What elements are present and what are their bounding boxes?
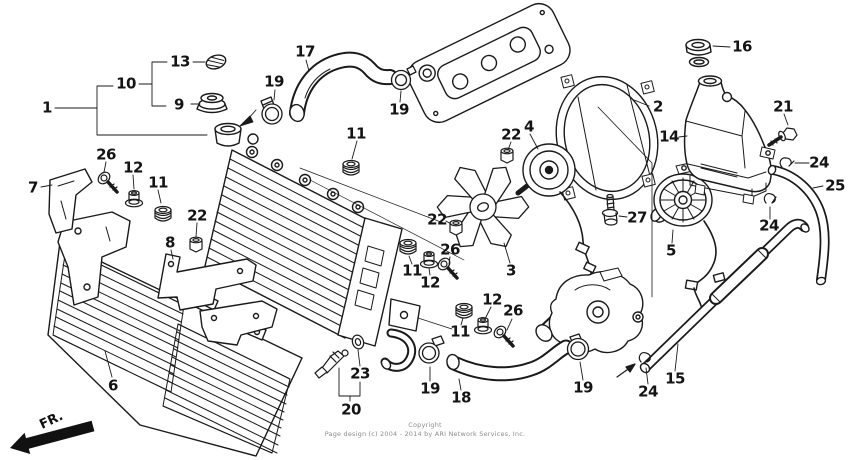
grommet-11 bbox=[154, 205, 172, 222]
copyright-line1: Copyright bbox=[408, 421, 442, 429]
radiator-cap bbox=[196, 92, 228, 114]
seal-13 bbox=[205, 54, 227, 70]
leader-lines bbox=[40, 45, 824, 402]
callout-10[interactable]: 10 bbox=[116, 74, 136, 93]
radiator-stay-plate bbox=[57, 211, 131, 306]
hose-clamp-19-lower bbox=[418, 335, 445, 364]
clip-24-mid bbox=[763, 193, 777, 204]
lower-stay-plate bbox=[199, 300, 278, 346]
clip-24-bottom bbox=[616, 352, 652, 378]
callout-11[interactable]: 11 bbox=[402, 261, 422, 280]
callout-24[interactable]: 24 bbox=[759, 216, 779, 235]
bracket-7 bbox=[48, 168, 93, 234]
callout-25[interactable]: 25 bbox=[825, 176, 845, 195]
cooling-fan bbox=[436, 166, 530, 248]
callout-5[interactable]: 5 bbox=[666, 241, 676, 260]
washer-23 bbox=[351, 334, 365, 350]
callout-14[interactable]: 14 bbox=[659, 127, 679, 146]
collar-12 bbox=[419, 251, 439, 269]
callout-12[interactable]: 12 bbox=[420, 273, 440, 292]
callout-18[interactable]: 18 bbox=[451, 388, 471, 407]
bolt-21 bbox=[767, 127, 798, 147]
callout-19[interactable]: 19 bbox=[264, 72, 284, 91]
callout-19[interactable]: 19 bbox=[420, 379, 440, 398]
hose-clamp-19-left bbox=[260, 96, 283, 125]
callout-4[interactable]: 4 bbox=[524, 117, 534, 136]
callout-12[interactable]: 12 bbox=[123, 158, 143, 177]
callout-24[interactable]: 24 bbox=[638, 382, 658, 401]
water-pipe-15 bbox=[639, 218, 810, 374]
lower-radiator-hose bbox=[446, 339, 574, 382]
fr-arrow bbox=[10, 420, 95, 454]
collar-12 bbox=[124, 190, 144, 208]
filler-neck bbox=[214, 122, 259, 147]
radiator-fins bbox=[206, 158, 371, 330]
grommet-11 bbox=[342, 159, 360, 176]
drain-bolt-20 bbox=[314, 349, 349, 379]
callout-9[interactable]: 9 bbox=[174, 95, 184, 114]
callout-1[interactable]: 1 bbox=[42, 98, 52, 117]
callout-16[interactable]: 16 bbox=[732, 37, 752, 56]
callout-20[interactable]: 20 bbox=[341, 400, 361, 419]
callout-3[interactable]: 3 bbox=[506, 261, 516, 280]
callout-22[interactable]: 22 bbox=[427, 210, 447, 229]
copyright-notice: Copyright Page design (c) 2004 - 2014 by… bbox=[0, 421, 850, 439]
callout-22[interactable]: 22 bbox=[187, 206, 207, 225]
grommet-11 bbox=[399, 238, 417, 255]
bolt-26 bbox=[437, 257, 459, 280]
callout-12[interactable]: 12 bbox=[482, 290, 502, 309]
callout-8[interactable]: 8 bbox=[165, 233, 175, 252]
callout-26[interactable]: 26 bbox=[440, 240, 460, 259]
radiator bbox=[204, 122, 421, 372]
reserve-tank bbox=[683, 75, 776, 205]
tank-cap bbox=[685, 38, 712, 68]
callout-11[interactable]: 11 bbox=[450, 322, 470, 341]
copyright-line2: Page design (c) 2004 - 2014 by ARI Netwo… bbox=[324, 429, 526, 438]
clip-24-top bbox=[779, 157, 795, 168]
callout-2[interactable]: 2 bbox=[653, 97, 663, 116]
callout-19[interactable]: 19 bbox=[389, 100, 409, 119]
fan-motor bbox=[515, 143, 597, 315]
cylinder-head-cover bbox=[407, 2, 571, 124]
bracket-8 bbox=[157, 253, 257, 311]
bolt-27 bbox=[601, 193, 619, 226]
callout-27[interactable]: 27 bbox=[627, 208, 647, 227]
bolt-26 bbox=[97, 171, 119, 194]
nut-22 bbox=[500, 147, 514, 164]
callout-11[interactable]: 11 bbox=[346, 124, 366, 143]
callout-13[interactable]: 13 bbox=[170, 52, 190, 71]
callout-24[interactable]: 24 bbox=[809, 153, 829, 172]
callout-15[interactable]: 15 bbox=[665, 369, 685, 388]
nut-22 bbox=[449, 219, 463, 236]
fan-shroud bbox=[555, 74, 659, 201]
callout-7[interactable]: 7 bbox=[28, 178, 38, 197]
callout-6[interactable]: 6 bbox=[108, 376, 118, 395]
callout-11[interactable]: 11 bbox=[148, 173, 168, 192]
callout-26[interactable]: 26 bbox=[503, 301, 523, 320]
collar-12 bbox=[473, 317, 493, 335]
motor-wire bbox=[693, 220, 717, 286]
callout-22[interactable]: 22 bbox=[501, 125, 521, 144]
upper-radiator-hose bbox=[289, 51, 398, 123]
radiator-mount-tabs bbox=[245, 145, 365, 214]
callout-23[interactable]: 23 bbox=[350, 364, 370, 383]
callout-17[interactable]: 17 bbox=[295, 42, 315, 61]
callout-19[interactable]: 19 bbox=[573, 378, 593, 397]
callout-21[interactable]: 21 bbox=[773, 97, 793, 116]
callout-26[interactable]: 26 bbox=[96, 145, 116, 164]
hose-clamp-19-pump bbox=[566, 333, 590, 361]
grommet-11 bbox=[455, 302, 473, 319]
hose-clamp-19-ring bbox=[390, 65, 417, 91]
overflow-hose-25 bbox=[767, 164, 830, 286]
bolt-26 bbox=[493, 325, 515, 348]
